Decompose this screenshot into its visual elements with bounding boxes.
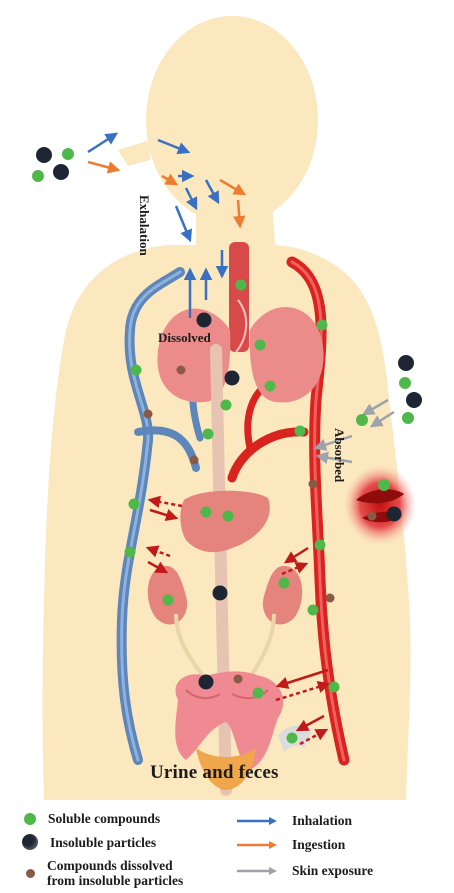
dissolved-particle-icon — [26, 869, 35, 878]
legend-label-skin: Skin exposure — [292, 863, 373, 878]
legend-label-inhalation: Inhalation — [292, 813, 352, 828]
legend-item-skin: Skin exposure — [236, 863, 373, 878]
legend-label-soluble: Soluble compounds — [48, 811, 160, 826]
exhalation-label: Exhalation — [136, 195, 152, 256]
soluble-compound-icon — [24, 813, 36, 825]
legend-item-dissolved: Compounds dissolved from insoluble parti… — [26, 858, 183, 888]
inhalation-arrow-icon — [236, 816, 278, 826]
legend-item-insoluble: Insoluble particles — [22, 834, 156, 850]
ingestion-arrow-icon — [236, 840, 278, 850]
insoluble-particle-icon — [22, 834, 38, 850]
urine-feces-label: Urine and feces — [150, 762, 279, 784]
legend: Soluble compounds Insoluble particles Co… — [0, 805, 454, 893]
legend-item-inhalation: Inhalation — [236, 813, 352, 828]
legend-label-dissolved-line1: Compounds dissolved — [47, 858, 173, 873]
legend-label-insoluble: Insoluble particles — [50, 835, 156, 850]
skin-wound — [344, 465, 416, 545]
absorbed-label: Absorbed — [331, 428, 347, 482]
dissolved-label: Dissolved — [158, 330, 211, 346]
legend-label-dissolved-line2: from insoluble particles — [47, 873, 183, 888]
exposure-pathway-diagram — [0, 0, 454, 800]
legend-item-soluble: Soluble compounds — [24, 811, 160, 826]
legend-item-ingestion: Ingestion — [236, 837, 345, 852]
skin-exposure-arrow-icon — [236, 866, 278, 876]
legend-label-ingestion: Ingestion — [292, 837, 345, 852]
legend-label-dissolved: Compounds dissolved from insoluble parti… — [47, 858, 183, 888]
